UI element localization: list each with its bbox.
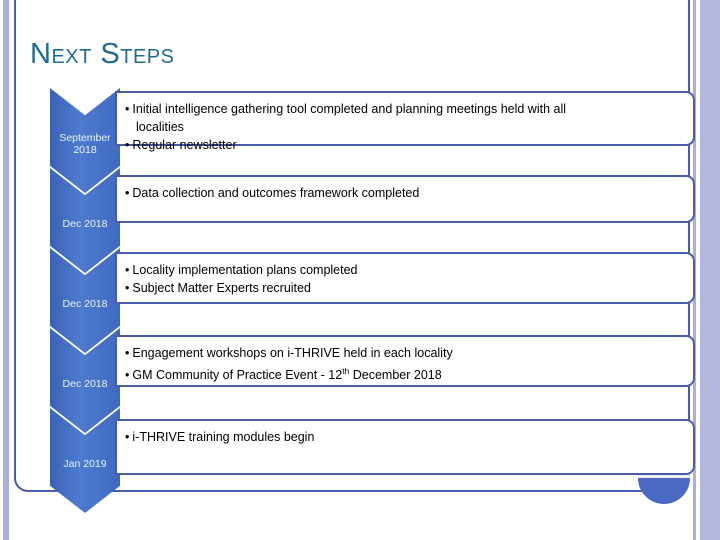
ordinal-superscript: th [342,366,350,376]
bullet-glyph: • [125,138,130,152]
slide-content-frame [14,0,690,492]
bullet-glyph: • [125,346,130,360]
bullet-glyph: • [125,263,130,277]
bullet-glyph: • [125,186,130,200]
timeline-content-box: •Locality implementation plans completed… [115,252,695,304]
timeline-content-box: •i-THRIVE training modules begin [115,419,695,475]
bullet-item: •i-THRIVE training modules begin [125,430,315,444]
bullet-item: •Locality implementation plans completed [125,263,358,277]
bullet-glyph: • [125,430,130,444]
bullet-item: •Data collection and outcomes framework … [125,186,420,200]
timeline-date-label: Dec 2018 [62,297,108,310]
left-edge-stripe [3,0,9,540]
bullet-item: •Initial intelligence gathering tool com… [125,102,567,116]
timeline-content-box: •Data collection and outcomes framework … [115,175,695,223]
bullet-glyph: • [125,102,130,116]
bullet-glyph: • [125,368,130,383]
timeline-date-label: Dec 2018 [62,377,108,390]
timeline-content-box: •Initial intelligence gathering tool com… [115,91,695,152]
bullet-item: •Engagement workshops on i-THRIVE held i… [125,346,453,360]
right-edge-stripe-wide [700,0,720,540]
bullet-item: •GM Community of Practice Event - 12th D… [125,366,442,383]
bullet-continuation-line: localities [136,120,184,134]
bullet-item: •Regular newsletter [125,138,237,152]
bullet-glyph: • [125,281,130,295]
timeline-date-label: Dec 2018 [62,217,108,230]
timeline-date-label: September 2018 [59,131,111,156]
page-title: Next Steps [30,38,175,70]
timeline-date-label: Jan 2019 [63,457,107,470]
bullet-item: •Subject Matter Experts recruited [125,281,311,295]
timeline-content-box: •Engagement workshops on i-THRIVE held i… [115,335,695,387]
